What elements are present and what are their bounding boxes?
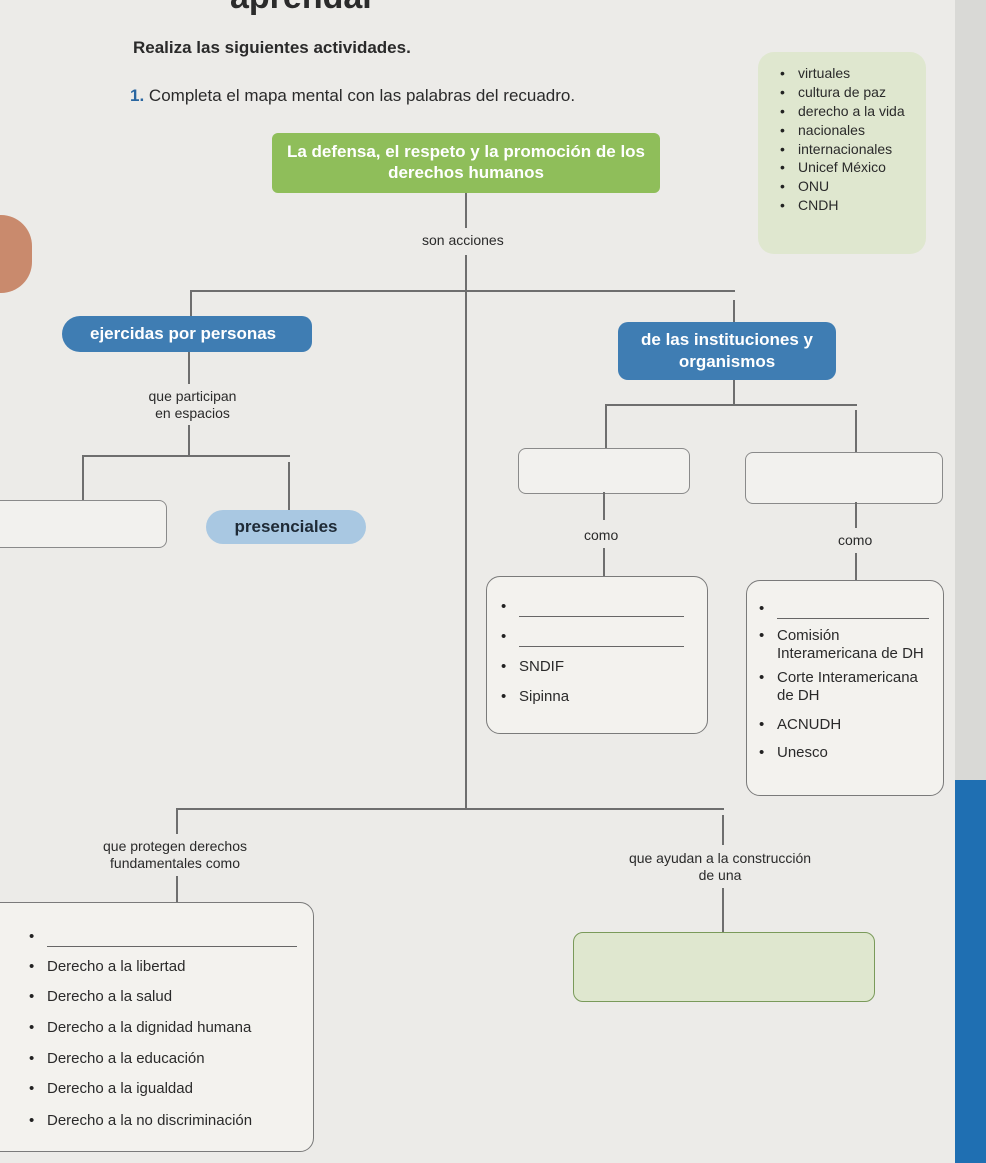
international-list: Comisión Interamericana de DH Corte Inte… <box>759 599 934 764</box>
como-label-right: como <box>838 532 873 548</box>
word-bank-item: derecho a la vida <box>780 102 905 121</box>
international-institutions-box: Comisión Interamericana de DH Corte Inte… <box>746 580 944 796</box>
blank-line[interactable] <box>519 646 684 648</box>
rights-box: Derecho a la libertad Derecho a la salud… <box>0 902 314 1152</box>
connector <box>603 492 605 520</box>
rights-list: Derecho a la libertad Derecho a la salud… <box>29 927 297 1132</box>
thumb-shadow <box>0 215 32 293</box>
connector <box>176 876 178 904</box>
connector <box>855 553 857 581</box>
activity-number: 1. <box>130 86 145 105</box>
instruction-heading: Realiza las siguientes actividades. <box>133 38 411 57</box>
blue-edge <box>955 780 986 1163</box>
presenciales-node: presenciales <box>206 510 366 544</box>
connector <box>190 290 192 320</box>
connector <box>188 352 190 384</box>
answer-box-nacionales[interactable] <box>518 448 690 494</box>
connector <box>465 255 467 810</box>
page-title-fragment: aprendar <box>230 0 376 17</box>
right-node: de las instituciones y organismos <box>618 322 836 380</box>
connector <box>465 193 467 228</box>
connector <box>722 815 724 845</box>
list-item[interactable] <box>29 927 297 957</box>
word-bank-item: cultura de paz <box>780 83 905 102</box>
word-bank-item: nacionales <box>780 121 905 140</box>
connector <box>733 380 735 404</box>
list-item: Derecho a la libertad <box>29 957 297 987</box>
connector <box>190 290 735 292</box>
word-bank: virtuales cultura de paz derecho a la vi… <box>758 52 926 254</box>
connector <box>722 888 724 932</box>
left-link-label: que participan en espacios <box>148 388 237 421</box>
connector <box>176 808 178 834</box>
word-bank-item: CNDH <box>780 196 905 215</box>
word-bank-item: virtuales <box>780 64 905 83</box>
left-node: ejercidas por personas <box>62 316 312 352</box>
list-item: ACNUDH <box>759 715 934 743</box>
answer-box-cultura-de-paz[interactable] <box>573 932 875 1002</box>
word-bank-item: ONU <box>780 177 905 196</box>
word-bank-item: internacionales <box>780 140 905 159</box>
list-item: Corte Interamericana de DH <box>759 669 934 705</box>
connector <box>605 404 607 450</box>
list-item[interactable] <box>759 599 934 627</box>
blank-line[interactable] <box>777 618 929 620</box>
connector <box>176 808 724 810</box>
connector <box>603 548 605 576</box>
list-item: Unesco <box>759 743 934 764</box>
word-bank-item: Unicef México <box>780 158 905 177</box>
root-link-label: son acciones <box>422 232 504 248</box>
connector <box>288 462 290 510</box>
blank-line[interactable] <box>519 616 684 618</box>
root-node: La defensa, el respeto y la promoción de… <box>272 133 660 193</box>
list-item: Comisión Interamericana de DH <box>759 627 934 663</box>
answer-box-virtuales[interactable] <box>0 500 167 548</box>
word-bank-list: virtuales cultura de paz derecho a la vi… <box>780 64 905 215</box>
list-item: Derecho a la no discriminación <box>29 1111 297 1132</box>
list-item: Derecho a la salud <box>29 987 297 1018</box>
connector <box>605 404 857 406</box>
list-item: Derecho a la igualdad <box>29 1079 297 1111</box>
national-list: SNDIF Sipinna <box>501 597 684 708</box>
connector <box>733 300 735 322</box>
list-item: Sipinna <box>501 687 684 708</box>
list-item: Derecho a la educación <box>29 1049 297 1079</box>
activity-line: 1. Completa el mapa mental con las palab… <box>130 86 575 106</box>
answer-box-internacionales[interactable] <box>745 452 943 504</box>
bottom-left-link: que protegen derechos fundamentales como <box>103 838 247 871</box>
list-item[interactable] <box>501 597 684 627</box>
bottom-right-link: que ayudan a la construcción de una <box>628 850 812 883</box>
como-label-left: como <box>584 527 619 543</box>
connector <box>855 502 857 528</box>
connector <box>82 455 84 500</box>
connector <box>188 425 190 455</box>
list-item: SNDIF <box>501 657 684 687</box>
list-item: Derecho a la dignidad humana <box>29 1018 297 1049</box>
list-item[interactable] <box>501 627 684 657</box>
national-institutions-box: SNDIF Sipinna <box>486 576 708 734</box>
connector <box>82 455 290 457</box>
blank-line[interactable] <box>47 946 297 948</box>
connector <box>855 410 857 452</box>
activity-text: Completa el mapa mental con las palabras… <box>148 86 576 105</box>
